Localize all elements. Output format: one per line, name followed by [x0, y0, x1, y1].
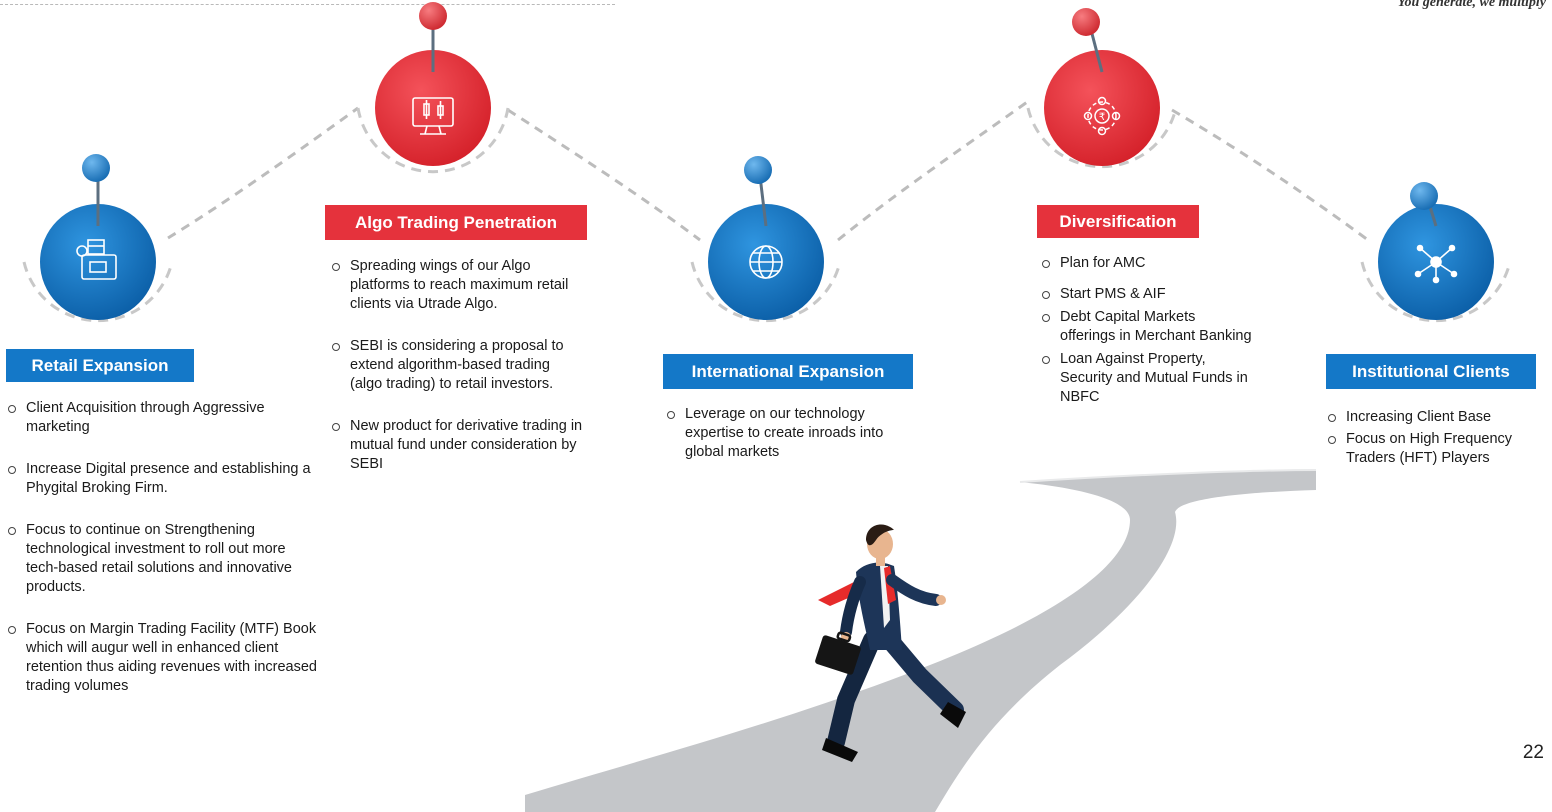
list-item: Leverage on our technology expertise to …: [665, 405, 905, 462]
institutional-points: Increasing Client Base Focus on High Fre…: [1326, 408, 1548, 468]
list-item: Focus on Margin Trading Facility (MTF) B…: [6, 620, 318, 696]
page-number: 22: [1522, 742, 1544, 763]
businessman-illustration: [815, 524, 966, 762]
list-item: Client Acquisition through Aggressive ma…: [6, 399, 318, 437]
retail-expansion-title: Retail Expansion: [6, 349, 194, 382]
header-divider: [0, 4, 615, 5]
retail-points: Client Acquisition through Aggressive ma…: [6, 399, 318, 696]
algo-points: Spreading wings of our Algo platforms to…: [330, 257, 586, 474]
list-item: Loan Against Property, Security and Mutu…: [1040, 350, 1254, 407]
ring-arcs: [22, 107, 1512, 323]
trading-monitor-icon: [412, 97, 454, 135]
international-expansion-title: International Expansion: [663, 354, 913, 389]
algo-node: [375, 2, 491, 166]
list-item: Focus to continue on Strengthening techn…: [6, 521, 318, 597]
international-node: [708, 156, 824, 320]
list-item: Plan for AMC: [1040, 254, 1254, 273]
rupee-network-icon: ₹: [1083, 96, 1121, 136]
network-hub-icon: [1414, 244, 1458, 284]
list-item: Start PMS & AIF: [1040, 285, 1254, 304]
brand-tagline: You generate, we multiply: [1397, 0, 1546, 10]
list-item: Spreading wings of our Algo platforms to…: [330, 257, 586, 314]
retail-node: [40, 154, 156, 320]
globe-icon: [749, 245, 783, 279]
road: [525, 469, 1317, 812]
list-item: Increasing Client Base: [1326, 408, 1548, 427]
list-item: Debt Capital Markets offerings in Mercha…: [1040, 308, 1254, 346]
list-item: New product for derivative trading in mu…: [330, 417, 586, 474]
list-item: Increase Digital presence and establishi…: [6, 460, 318, 498]
diversification-node: ₹: [1044, 8, 1160, 166]
list-item: SEBI is considering a proposal to extend…: [330, 337, 586, 394]
international-points: Leverage on our technology expertise to …: [665, 405, 905, 462]
svg-text:₹: ₹: [1099, 112, 1105, 123]
list-item: Focus on High Frequency Traders (HFT) Pl…: [1326, 430, 1548, 468]
shop-icon: [76, 239, 117, 280]
diversification-points: Plan for AMC Start PMS & AIF Debt Capita…: [1040, 254, 1254, 407]
diversification-title: Diversification: [1037, 205, 1199, 238]
institutional-node: [1378, 182, 1494, 320]
algo-trading-title: Algo Trading Penetration: [325, 205, 587, 240]
institutional-clients-title: Institutional Clients: [1326, 354, 1536, 389]
path-connectors: [167, 98, 1369, 242]
